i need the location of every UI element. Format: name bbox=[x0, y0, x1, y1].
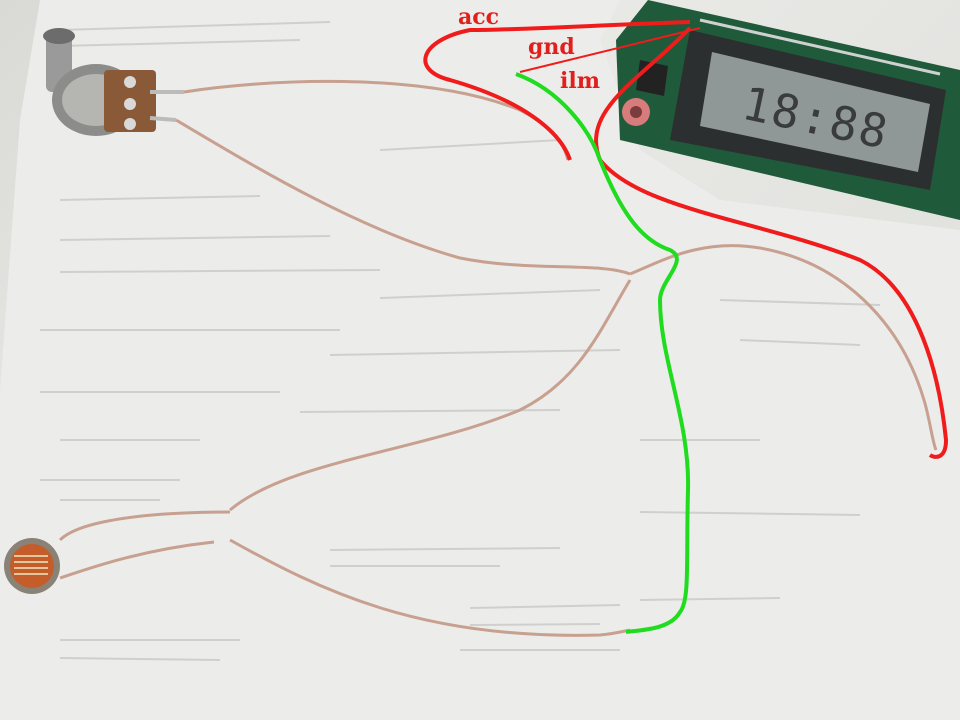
potentiometer bbox=[43, 28, 184, 136]
green-wire-gnd bbox=[515, 72, 691, 634]
red-wire-acc bbox=[423, 20, 691, 161]
ilm-label: ilm bbox=[560, 68, 600, 94]
printed-text-lines bbox=[40, 21, 881, 661]
red-line-gnd bbox=[519, 27, 701, 73]
photoresistor bbox=[4, 538, 60, 594]
acc-label: acc bbox=[458, 4, 499, 30]
gnd-label: gnd bbox=[528, 34, 575, 60]
copper-wires bbox=[58, 79, 938, 637]
red-wire-ilm bbox=[594, 26, 949, 459]
vfd-pcb: 18:88 bbox=[616, 0, 960, 220]
